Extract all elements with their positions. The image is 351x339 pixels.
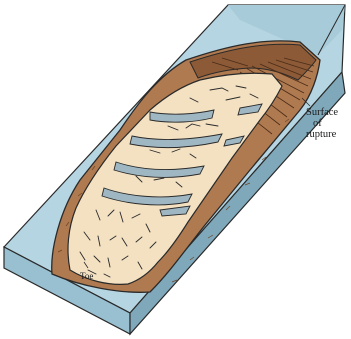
label-of: of	[313, 118, 322, 129]
label-toe: Toe	[80, 271, 93, 281]
label-rupture: rupture	[306, 129, 337, 140]
label-surface: Surface	[306, 107, 338, 118]
